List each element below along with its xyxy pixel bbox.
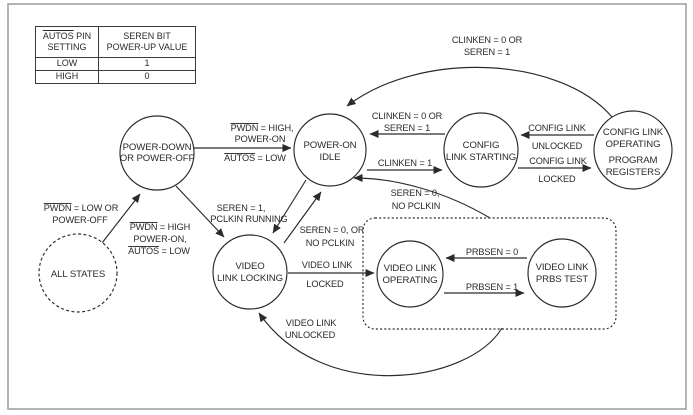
tlabel-starting-to-idle-2: SEREN = 1 [384, 123, 430, 133]
arrow-operating-to-idle-top [346, 66, 613, 118]
tlabel-prbs-to-operating: PRBSEN = 0 [466, 247, 518, 257]
tlabel-config-unlocked-2: UNLOCKED [532, 141, 583, 151]
tlabel-idle-to-locking-2: PCLKIN RUNNING [210, 214, 287, 224]
label-config-operating-3: PROGRAM [609, 155, 658, 166]
tlabel-config-unlocked-1: CONFIG LINK [528, 123, 587, 133]
tlabel-powerdown-to-locking-1: PWDN = HIGH [130, 222, 190, 232]
tlabel-locking-to-idle-2: NO PCLKIN [306, 238, 355, 248]
label-config-operating-1: CONFIG LINK [603, 127, 664, 138]
tlabel-powerdown-to-idle-2: POWER-ON [235, 134, 286, 144]
label-all-states: ALL STATES [51, 269, 105, 280]
label-video-operating-2: OPERATING [383, 275, 438, 286]
tlabel-video-locked-2: LOCKED [306, 279, 344, 289]
tlabel-powerdown-to-locking-3: AUTOS = LOW [128, 246, 190, 256]
arrow-locking-to-idle [283, 191, 322, 244]
table-cell-value: 1 [98, 57, 196, 71]
tlabel-group-to-idle-1: SEREN = 0, [391, 188, 440, 198]
figure-frame [7, 3, 687, 410]
arrow-allstates-to-powerdown [101, 193, 141, 244]
tlabel-starting-to-idle-1: CLINKEN = 0 OR [372, 111, 443, 121]
arrow-idle-to-locking [272, 179, 307, 234]
state-config-link-operating [593, 110, 673, 190]
tlabel-locking-to-idle-1: SEREN = 0, OR [300, 225, 365, 235]
state-all-states [38, 233, 118, 313]
tlabel-config-locked-2: LOCKED [538, 174, 576, 184]
label-config-starting-2: LINK STARTING [446, 152, 516, 163]
table-row: LOW 1 [35, 57, 196, 71]
tlabel-powerdown-to-idle-1: PWDN = HIGH, [231, 123, 294, 133]
state-config-link-starting [443, 112, 519, 188]
arrow-powerdown-to-locking [175, 185, 225, 238]
arrow-group-to-locking-video-unlocked [258, 312, 503, 377]
state-video-link-prbs-test [527, 238, 597, 308]
label-power-down-2: OR POWER-OFF [120, 153, 195, 164]
state-video-link-locking [212, 234, 288, 310]
label-power-on-idle-1: POWER-ON [303, 140, 356, 151]
tlabel-operating-to-prbs: PRBSEN = 1 [466, 282, 518, 292]
label-video-prbs-1: VIDEO LINK [536, 262, 590, 273]
tlabel-operating-to-idle-top-2: SEREN = 1 [464, 47, 510, 57]
arrow-group-to-idle [353, 174, 491, 219]
state-power-on-idle [293, 113, 367, 187]
tlabel-video-locked-1: VIDEO LINK [302, 260, 354, 270]
state-power-down [119, 115, 195, 191]
label-video-locking-1: VIDEO [235, 261, 264, 272]
label-config-starting-1: CONFIG [463, 140, 500, 151]
video-link-group-box [362, 217, 617, 330]
tlabel-powerdown-to-idle-3: AUTOS = LOW [224, 153, 286, 163]
tlabel-group-to-idle-2: NO PCLKIN [392, 201, 441, 211]
tlabel-operating-to-idle-top-1: CLINKEN = 0 OR [452, 35, 523, 45]
tlabel-video-unlocked-2: UNLOCKED [285, 330, 336, 340]
tlabel-all-to-powerdown-2: POWER-OFF [52, 215, 108, 225]
table-cell-setting: HIGH [35, 70, 99, 84]
table-cell-setting: LOW [35, 57, 99, 71]
tlabel-config-locked-1: CONFIG LINK [529, 156, 588, 166]
label-video-prbs-2: PRBS TEST [536, 274, 588, 285]
table-cell-value: 0 [98, 70, 196, 84]
label-config-operating-2: OPERATING [606, 139, 661, 150]
label-config-operating-4: REGISTERS [606, 167, 661, 178]
tlabel-video-unlocked-1: VIDEO LINK [286, 318, 338, 328]
table-row: HIGH 0 [35, 70, 196, 84]
label-power-on-idle-2: IDLE [320, 152, 341, 163]
tlabel-idle-to-starting: CLINKEN = 1 [378, 158, 432, 168]
state-video-link-operating [376, 240, 444, 308]
label-power-down-1: POWER-DOWN [123, 142, 192, 153]
label-video-operating-1: VIDEO LINK [384, 263, 438, 274]
tlabel-idle-to-locking-1: SEREN = 1, [217, 203, 266, 213]
tlabel-all-to-powerdown-1: PWDN = LOW OR [44, 203, 119, 213]
tlabel-powerdown-to-locking-2: POWER-ON, [133, 234, 186, 244]
label-video-locking-2: LINK LOCKING [217, 273, 283, 284]
